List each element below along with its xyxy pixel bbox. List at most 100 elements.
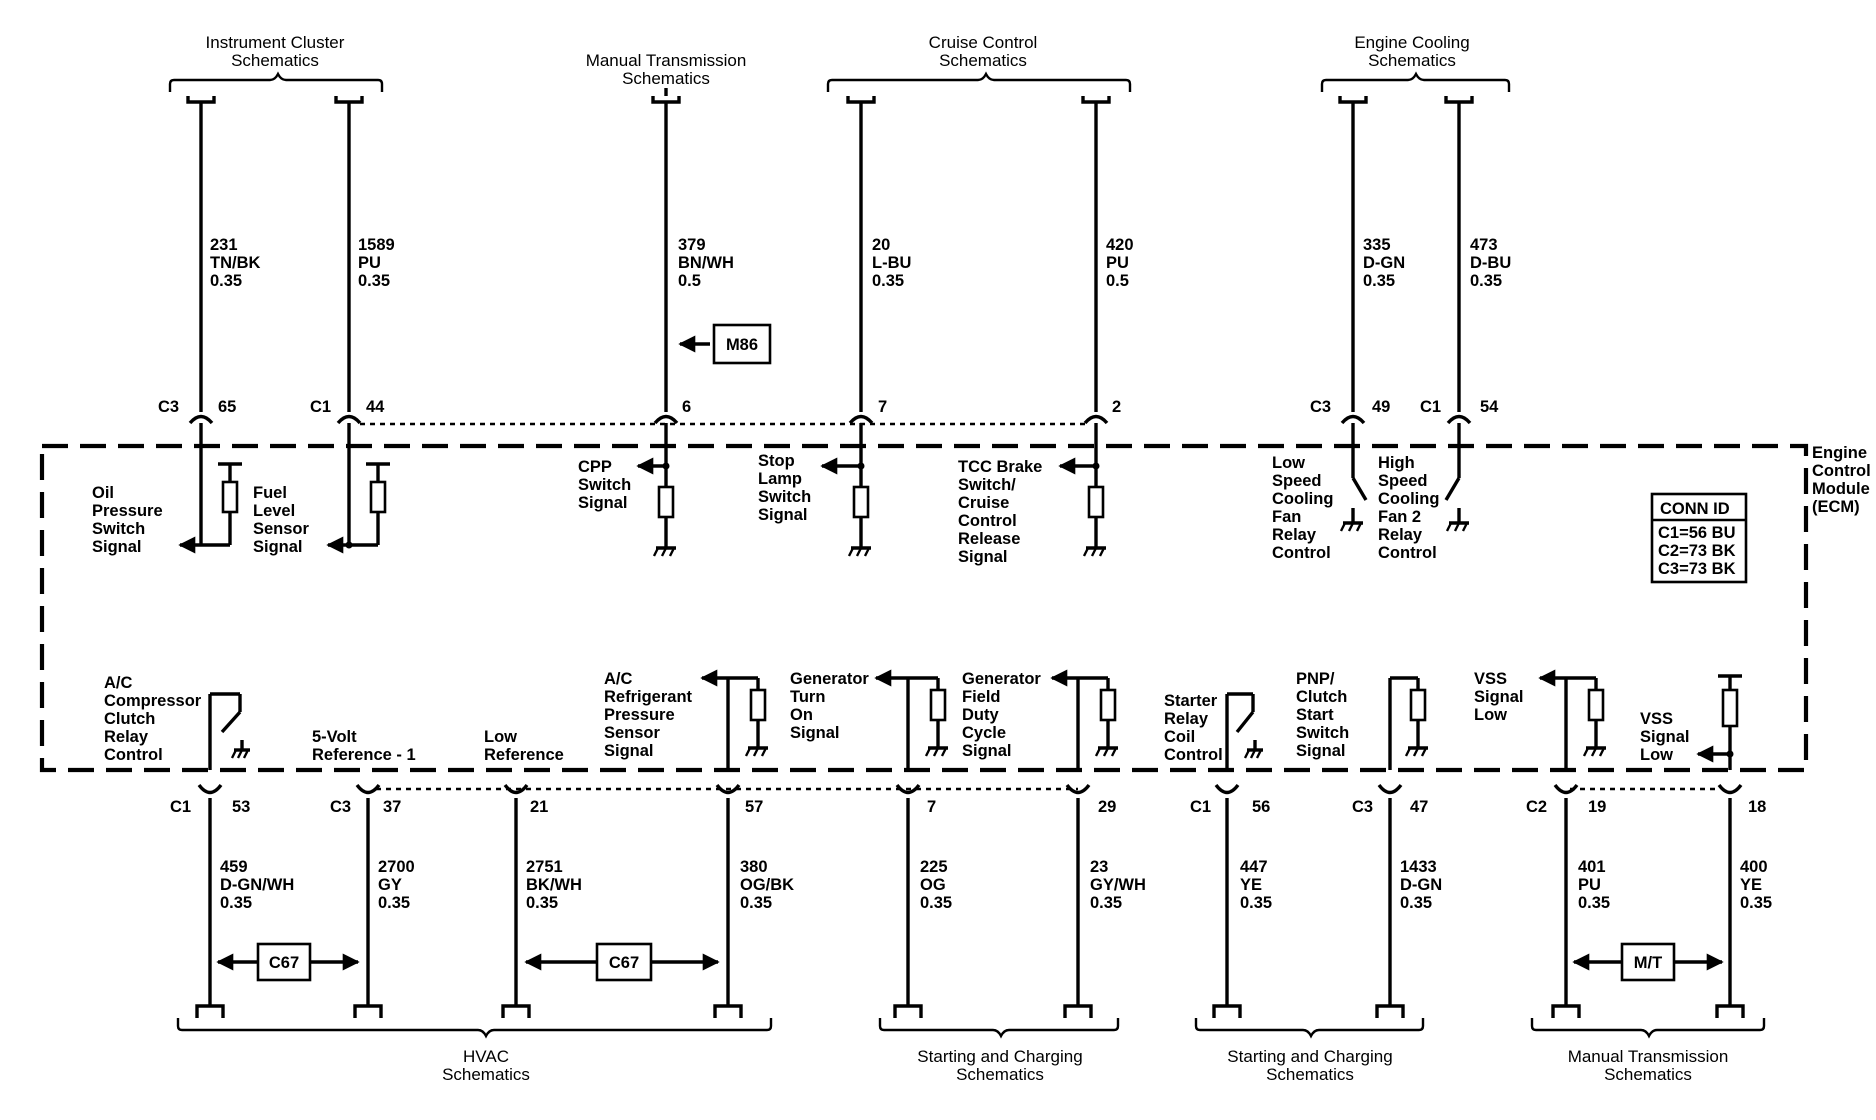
wire-23-signal-1: Generator [962, 670, 1041, 688]
wire-2751-gauge: 0.35 [526, 894, 558, 912]
wire-380-color: OG/BK [740, 876, 794, 894]
wire-1589-circuit: 1589 [358, 236, 395, 254]
wire-447-gauge: 0.35 [1240, 894, 1272, 912]
dest-instrument-line-2: Schematics [231, 51, 319, 70]
wire-2700-signal-2: Reference - 1 [312, 746, 416, 764]
wire-1433-signal-1: PNP/ [1296, 670, 1335, 688]
wire-335-signal-1: Low [1272, 454, 1305, 472]
dest-starting1-line-2: Schematics [956, 1065, 1044, 1084]
conn-id-header: CONN ID [1660, 500, 1730, 518]
wire-231-signal-4: Signal [92, 538, 142, 556]
wire-473-pin: 54 [1480, 398, 1499, 416]
wire-231-connector: C3 [158, 398, 179, 416]
wire-20-color: L-BU [872, 254, 911, 272]
wire-420-signal-3: Cruise [958, 494, 1009, 512]
ecm-label-line-1: Engine [1812, 444, 1867, 462]
wire-231-signal-1: Oil [92, 484, 114, 502]
wire-400-color: YE [1740, 876, 1762, 894]
ecm-module-outline [39, 443, 1809, 773]
wire-420-signal-4: Control [958, 512, 1017, 530]
wire-473-connector: C1 [1420, 398, 1441, 416]
wire-231-signal-3: Switch [92, 520, 145, 538]
wire-335-gauge: 0.35 [1363, 272, 1395, 290]
wire-459-signal-1: A/C [104, 674, 133, 692]
dest-mantrans-top-line-1: Manual Transmission [586, 51, 747, 70]
wire-473-gauge: 0.35 [1470, 272, 1502, 290]
conn-id-line-3: C3=73 BK [1658, 560, 1736, 578]
option-c67-1-label: C67 [269, 954, 299, 972]
wire-23-color: GY/WH [1090, 876, 1146, 894]
wire-459-signal-4: Relay [104, 728, 149, 746]
dest-instrument-line-1: Instrument Cluster [206, 33, 345, 52]
dest-cruise-control: Cruise Control Schematics [826, 33, 1132, 92]
wire-473-signal-6: Control [1378, 544, 1437, 562]
wire-1433-circuit: 1433 [1400, 858, 1437, 876]
wire-1589-connector: C1 [310, 398, 331, 416]
wire-473-signal-3: Cooling [1378, 490, 1439, 508]
wire-1433-signal-4: Switch [1296, 724, 1349, 742]
conn-id-line-2: C2=73 BK [1658, 542, 1736, 560]
dest-mantrans-bottom-line-2: Schematics [1604, 1065, 1692, 1084]
wire-447-signal-3: Coil [1164, 728, 1195, 746]
ecm-label: Engine Control Module (ECM) [1812, 444, 1871, 516]
option-box-c67-2: C67 [524, 942, 720, 982]
wire-459-signal-3: Clutch [104, 710, 155, 728]
wire-473-signal-4: Fan 2 [1378, 508, 1421, 526]
wire-401-gauge: 0.35 [1578, 894, 1610, 912]
wire-2751-signal-2: Reference [484, 746, 564, 764]
wire-2751-circuit: 2751 [526, 858, 563, 876]
option-c67-2-label: C67 [609, 954, 639, 972]
wire-447-pin: 56 [1252, 798, 1270, 816]
wire-20-circuit: 20 [872, 236, 890, 254]
wire-231-pin: 65 [218, 398, 236, 416]
wire-335-pin: 49 [1372, 398, 1390, 416]
wire-447-signal-4: Control [1164, 746, 1223, 764]
top-wire-20: 20 L-BU 0.35 7 Stop Lamp Switch Signal [758, 96, 911, 557]
wire-401-pin: 19 [1588, 798, 1606, 816]
wire-401-color: PU [1578, 876, 1601, 894]
wire-473-signal-2: Speed [1378, 472, 1428, 490]
option-m86-label: M86 [726, 336, 758, 354]
dest-starting2-line-2: Schematics [1266, 1065, 1354, 1084]
wire-459-gauge: 0.35 [220, 894, 252, 912]
wire-225-circuit: 225 [920, 858, 948, 876]
wire-1589-color: PU [358, 254, 381, 272]
wire-420-circuit: 420 [1106, 236, 1134, 254]
wire-20-signal-3: Switch [758, 488, 811, 506]
wire-420-signal-6: Signal [958, 548, 1008, 566]
wire-379-color: BN/WH [678, 254, 734, 272]
wire-335-signal-3: Cooling [1272, 490, 1333, 508]
wire-225-gauge: 0.35 [920, 894, 952, 912]
dest-starting-charging-2: Starting and Charging Schematics [1194, 1018, 1425, 1084]
wire-1433-color: D-GN [1400, 876, 1442, 894]
dest-hvac-line-2: Schematics [442, 1065, 530, 1084]
wire-225-signal-4: Signal [790, 724, 840, 742]
wire-1589-signal-3: Sensor [253, 520, 310, 538]
wire-1433-signal-2: Clutch [1296, 688, 1347, 706]
wire-400-signal-1: VSS [1640, 710, 1673, 728]
wire-459-circuit: 459 [220, 858, 248, 876]
wire-335-circuit: 335 [1363, 236, 1391, 254]
wire-23-signal-5: Signal [962, 742, 1012, 760]
wire-20-gauge: 0.35 [872, 272, 904, 290]
wire-380-signal-4: Sensor [604, 724, 661, 742]
wire-23-pin: 29 [1098, 798, 1116, 816]
wire-2700-circuit: 2700 [378, 858, 415, 876]
wire-401-circuit: 401 [1578, 858, 1606, 876]
wire-225-color: OG [920, 876, 946, 894]
wire-231-circuit: 231 [210, 236, 238, 254]
wire-231-color: TN/BK [210, 254, 260, 272]
wire-401-signal-2: Signal [1474, 688, 1524, 706]
ecm-label-line-2: Control [1812, 462, 1871, 480]
wire-380-signal-3: Pressure [604, 706, 675, 724]
wire-447-signal-1: Starter [1164, 692, 1218, 710]
option-box-m86: M86 [678, 323, 772, 365]
wire-1589-gauge: 0.35 [358, 272, 390, 290]
dest-manual-transmission-bottom: Manual Transmission Schematics [1530, 1018, 1766, 1084]
wire-459-signal-2: Compressor [104, 692, 202, 710]
top-wire-420: 420 PU 0.5 2 TCC Brake Switch/ Cruise Co… [958, 96, 1134, 566]
wire-2700-pin: 37 [383, 798, 401, 816]
wire-459-connector: C1 [170, 798, 191, 816]
wire-401-connector: C2 [1526, 798, 1547, 816]
wire-231-gauge: 0.35 [210, 272, 242, 290]
